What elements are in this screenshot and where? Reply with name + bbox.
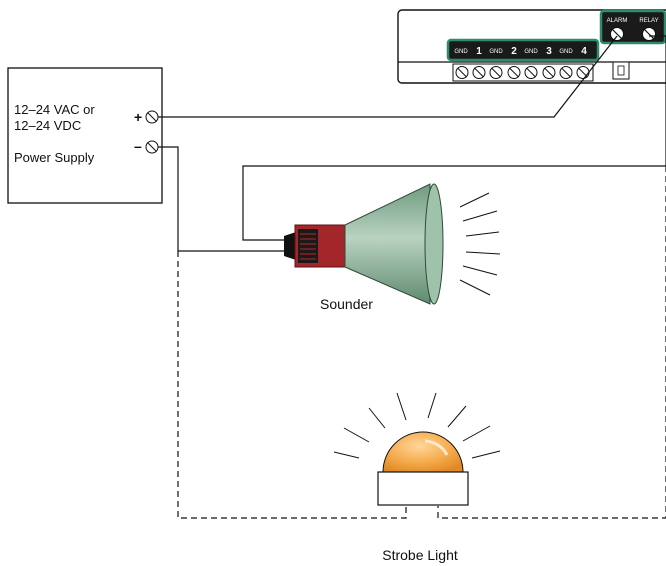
terminal-label: GND [454, 49, 468, 55]
wire-strobe-right [437, 166, 666, 519]
screw-icon [472, 66, 486, 79]
positive-terminal-screw-icon [145, 110, 159, 124]
minus-sign: – [134, 138, 142, 154]
screw-icon [542, 66, 556, 79]
wire-positive-to-alarm [158, 35, 618, 118]
power-supply-voltage-ac: 12–24 VAC or [14, 102, 95, 117]
alarm-label: ALARM [607, 18, 628, 24]
terminal-label: GND [524, 49, 538, 55]
screw-icon [455, 66, 469, 79]
wire-strobe-left [177, 251, 407, 519]
strobe-label: Strobe Light [382, 547, 458, 563]
sounder: Sounder [284, 183, 501, 312]
screw-icon [559, 66, 573, 79]
input-terminal-block: GND 1 GND 2 GND 3 GND 4 [446, 38, 600, 62]
relay-label: RELAY [639, 18, 658, 24]
controller-panel: GND 1 GND 2 GND 3 GND 4 ALARM [397, 9, 666, 84]
wire-negative-to-sounder [158, 146, 287, 252]
light-rays-icon [333, 392, 501, 459]
strobe-base [377, 471, 469, 506]
terminal-label: 2 [511, 46, 517, 57]
power-supply-title: Power Supply [14, 150, 95, 165]
wiring [158, 35, 666, 519]
strobe-dome [382, 431, 464, 473]
wire-relay-to-sounder [242, 35, 666, 241]
strobe-light: Strobe Light [333, 392, 501, 563]
screw-icon [489, 66, 503, 79]
horn-mouth [424, 183, 444, 305]
negative-terminal-screw-icon [145, 140, 159, 154]
terminal-label: GND [559, 49, 573, 55]
sounder-label: Sounder [320, 296, 373, 312]
plus-sign: + [134, 109, 142, 125]
screw-icon [576, 66, 590, 79]
input-screw-terminals [452, 63, 594, 82]
power-supply: 12–24 VAC or 12–24 VDC Power Supply + – [7, 67, 163, 204]
alarm-relay-terminal-block: ALARM RELAY [599, 9, 666, 45]
terminal-label: 1 [476, 46, 482, 57]
screw-icon [524, 66, 538, 79]
sounder-terminal-icon [284, 232, 296, 260]
power-supply-voltage-dc: 12–24 VDC [14, 118, 81, 133]
horn-bell [344, 183, 431, 305]
terminal-label: 3 [546, 46, 552, 57]
relay-screw-icon [642, 27, 656, 41]
alarm-screw-icon [610, 27, 624, 41]
terminal-label: 4 [581, 46, 587, 57]
screw-icon [507, 66, 521, 79]
sound-waves-icon [459, 192, 501, 296]
terminal-label: GND [489, 49, 503, 55]
